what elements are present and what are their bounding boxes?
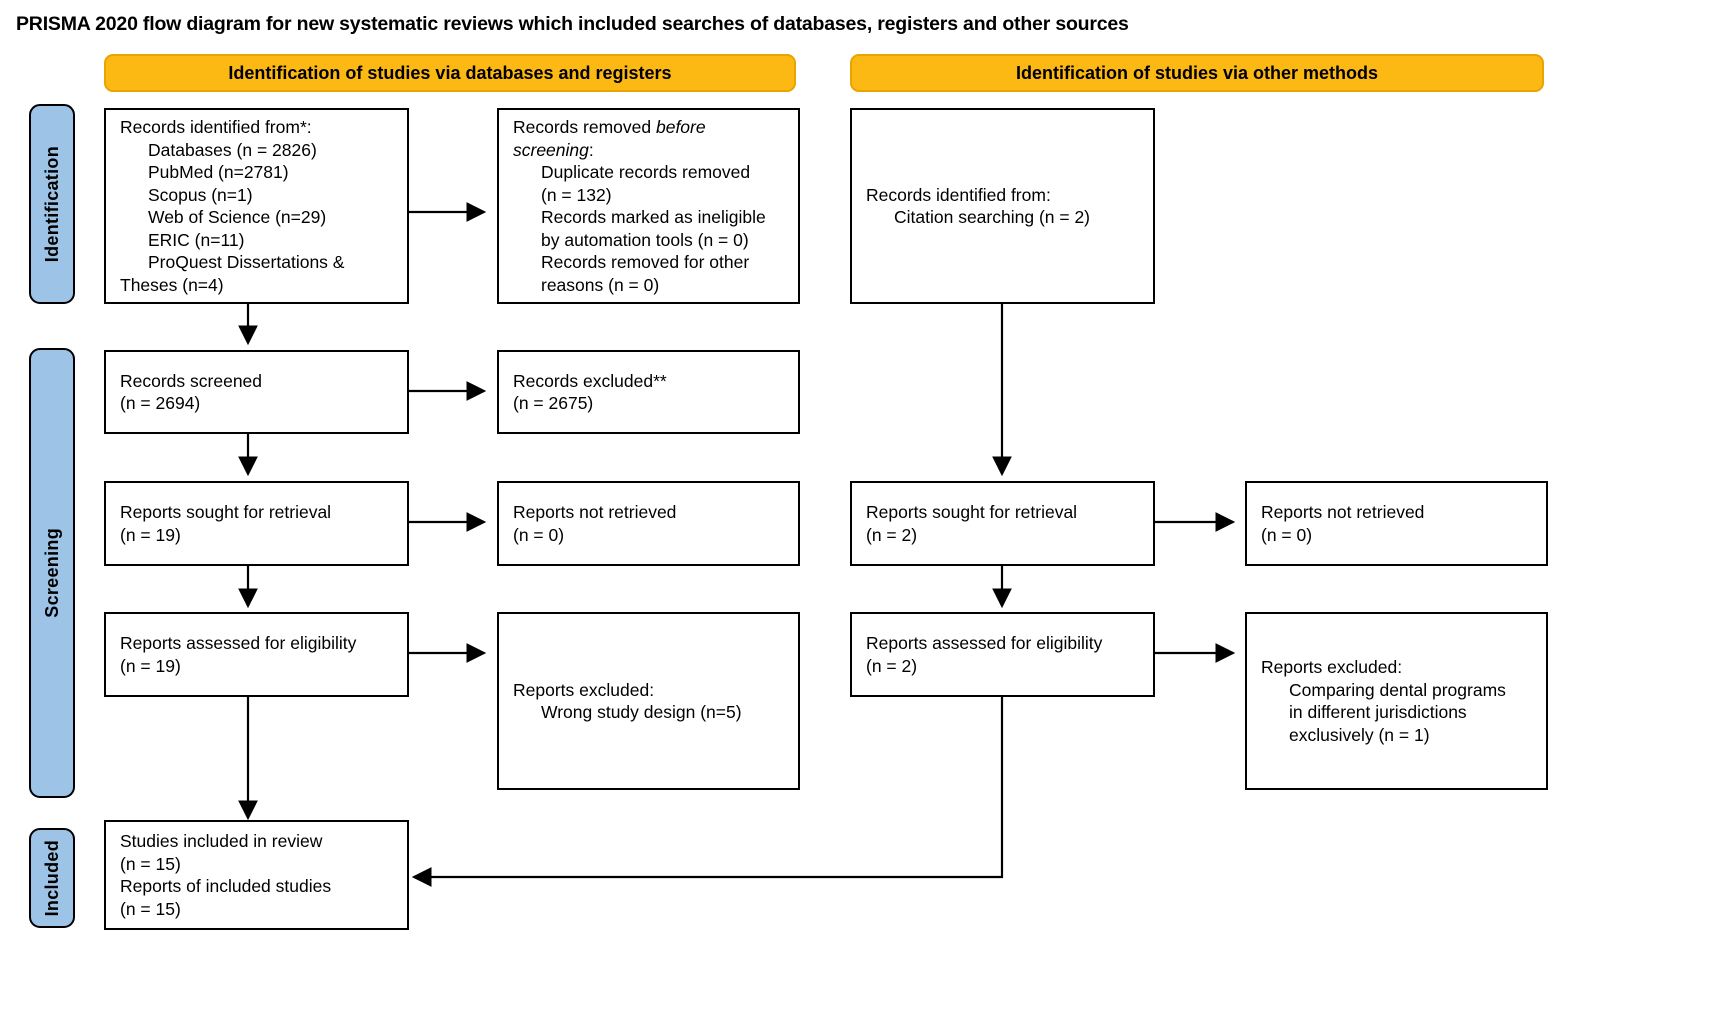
stage-label-identification: Identification: [29, 104, 75, 304]
records-removed-line1-text: Records removed: [513, 117, 656, 137]
reports-sought-right-line2: (n = 2): [866, 524, 918, 545]
records-removed-line6: by automation tools (n = 0): [541, 229, 749, 250]
box-reports-not-retrieved-right: Reports not retrieved (n = 0): [1245, 481, 1548, 566]
box-records-screened: Records screened (n = 2694): [104, 350, 409, 434]
records-identified-other-line1: Records identified from:: [866, 184, 1051, 205]
records-identified-line5: Web of Science (n=29): [148, 207, 327, 227]
reports-not-retrieved-right-line1: Reports not retrieved: [1261, 502, 1425, 522]
reports-assessed-right-line2: (n = 2): [866, 655, 918, 676]
stage-label-included-text: Included: [41, 839, 62, 917]
reports-excluded-right-line3: in different jurisdictions: [1289, 702, 1467, 722]
stage-label-screening: Screening: [29, 348, 75, 798]
studies-included-line1: Studies included in review: [120, 831, 323, 851]
records-removed-line1: Records removed before: [513, 116, 784, 139]
records-excluded-line2: (n = 2675): [513, 393, 594, 413]
box-records-removed: Records removed before screening: Duplic…: [497, 108, 800, 304]
records-screened-line1: Records screened: [120, 370, 263, 391]
reports-assessed-right-line1: Reports assessed for eligibility: [866, 633, 1103, 653]
records-removed-line7: Records removed for other: [541, 252, 750, 272]
box-reports-excluded-right: Reports excluded: Comparing dental progr…: [1245, 612, 1548, 790]
records-removed-line5: Records marked as ineligible: [541, 207, 766, 227]
box-reports-sought-left: Reports sought for retrieval (n = 19): [104, 481, 409, 566]
records-identified-line2: Databases (n = 2826): [148, 139, 317, 160]
page-title: PRISMA 2020 flow diagram for new systema…: [16, 13, 1129, 35]
box-records-identified-other: Records identified from: Citation search…: [850, 108, 1155, 304]
records-removed-line4: (n = 132): [541, 184, 612, 205]
studies-included-line2: (n = 15): [120, 853, 181, 874]
reports-excluded-right-line2: Comparing dental programs: [1289, 679, 1506, 700]
records-removed-line1-italic: before: [655, 117, 706, 137]
records-identified-line4: Scopus (n=1): [148, 184, 253, 205]
box-reports-assessed-left: Reports assessed for eligibility (n = 19…: [104, 612, 409, 697]
records-excluded-line1: Records excluded**: [513, 370, 667, 391]
reports-not-retrieved-right-line2: (n = 0): [1261, 524, 1313, 545]
records-identified-line6: ERIC (n=11): [148, 229, 245, 250]
reports-not-retrieved-left-line2: (n = 0): [513, 524, 565, 545]
banner-databases-registers: Identification of studies via databases …: [104, 54, 796, 92]
box-studies-included: Studies included in review (n = 15) Repo…: [104, 820, 409, 930]
records-screened-line2: (n = 2694): [120, 393, 201, 413]
records-removed-line2: screening:: [513, 139, 784, 162]
reports-sought-left-line2: (n = 19): [120, 524, 181, 545]
reports-assessed-left-line1: Reports assessed for eligibility: [120, 633, 357, 653]
stage-label-included: Included: [29, 828, 75, 928]
reports-excluded-right-line1: Reports excluded:: [1261, 657, 1403, 677]
box-reports-not-retrieved-left: Reports not retrieved (n = 0): [497, 481, 800, 566]
box-reports-excluded-left: Reports excluded: Wrong study design (n=…: [497, 612, 800, 790]
stage-label-screening-text: Screening: [41, 528, 62, 618]
banner-other-methods-label: Identification of studies via other meth…: [1015, 62, 1379, 83]
studies-included-line3: Reports of included studies: [120, 876, 332, 896]
reports-assessed-left-line2: (n = 19): [120, 655, 181, 676]
reports-sought-right-line1: Reports sought for retrieval: [866, 502, 1078, 522]
records-removed-line3: Duplicate records removed: [541, 162, 751, 182]
records-identified-line3: PubMed (n=2781): [148, 162, 289, 182]
studies-included-line4: (n = 15): [120, 898, 181, 919]
records-identified-line1: Records identified from*:: [120, 117, 312, 137]
reports-sought-left-line1: Reports sought for retrieval: [120, 502, 332, 522]
banner-other-methods: Identification of studies via other meth…: [850, 54, 1544, 92]
records-identified-line8: Theses (n=4): [120, 274, 224, 295]
records-identified-other-line2: Citation searching (n = 2): [894, 207, 1091, 227]
box-records-excluded: Records excluded** (n = 2675): [497, 350, 800, 434]
records-removed-line8: reasons (n = 0): [541, 274, 660, 295]
banner-databases-registers-label: Identification of studies via databases …: [228, 62, 672, 83]
reports-excluded-left-line1: Reports excluded:: [513, 679, 655, 700]
reports-excluded-left-line2: Wrong study design (n=5): [541, 702, 742, 722]
reports-excluded-right-line4: exclusively (n = 1): [1289, 724, 1430, 745]
reports-not-retrieved-left-line1: Reports not retrieved: [513, 502, 677, 522]
box-reports-assessed-right: Reports assessed for eligibility (n = 2): [850, 612, 1155, 697]
records-removed-line2-text: :: [588, 139, 594, 160]
stage-label-identification-text: Identification: [41, 145, 62, 263]
records-removed-line2-italic: screening: [513, 139, 589, 160]
records-identified-line7: ProQuest Dissertations &: [148, 252, 345, 272]
box-reports-sought-right: Reports sought for retrieval (n = 2): [850, 481, 1155, 566]
box-records-identified: Records identified from*: Databases (n =…: [104, 108, 409, 304]
